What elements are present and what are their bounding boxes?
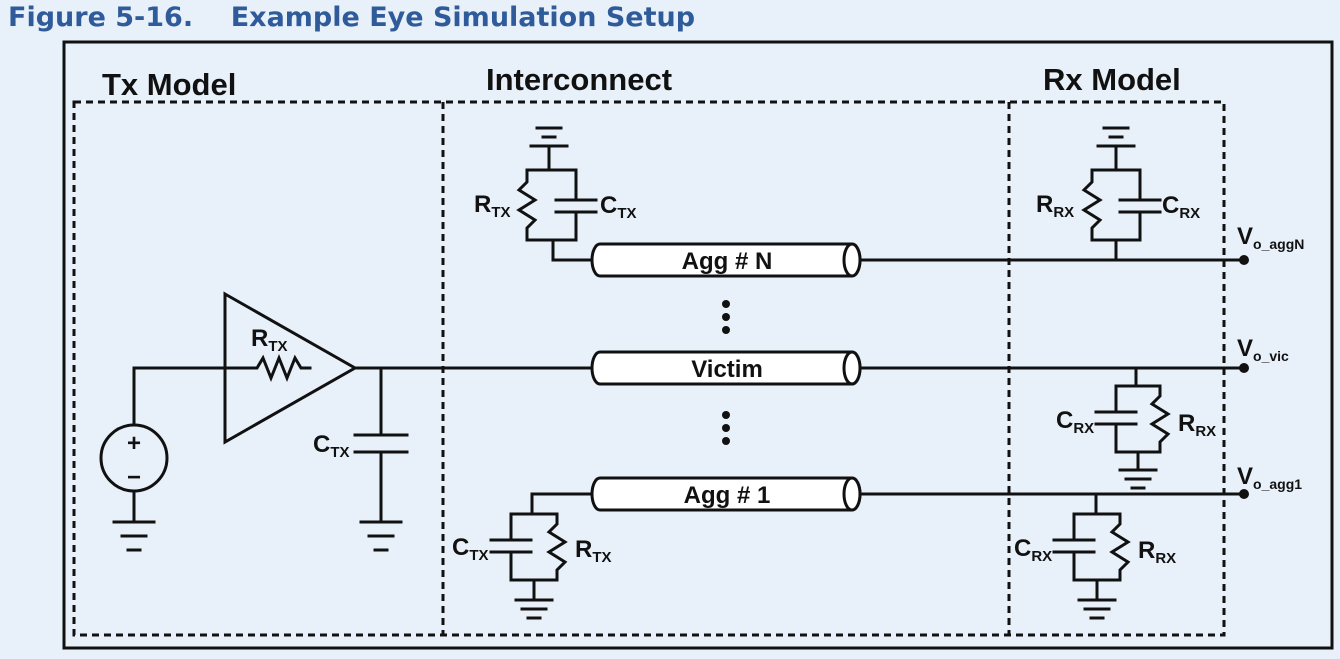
output-label-aggn: Vo_aggN bbox=[1237, 223, 1304, 252]
figure-title: Example Eye Simulation Setup bbox=[230, 2, 696, 33]
output-label-vic: Vo_vic bbox=[1237, 335, 1289, 364]
agg1-rx-resistor-icon bbox=[1109, 512, 1131, 582]
label-ctx-main: CTX bbox=[313, 431, 350, 461]
output-node-vic bbox=[1239, 363, 1249, 373]
tx-resistor-icon bbox=[248, 353, 312, 383]
output-node-agg1 bbox=[1239, 489, 1249, 499]
aggn-tx-resistor-icon bbox=[516, 168, 538, 242]
label-crx-vic: CRX bbox=[1056, 407, 1094, 437]
interconnect-title: Interconnect bbox=[486, 62, 672, 97]
label-ctx-aggn: CTX bbox=[600, 192, 637, 222]
output-label-agg1: Vo_agg1 bbox=[1237, 463, 1302, 492]
label-rtx-buffer: RTX bbox=[251, 325, 288, 355]
label-ctx-agg1: CTX bbox=[452, 534, 489, 564]
ground-icon bbox=[1118, 468, 1158, 490]
vic-rx-resistor-icon bbox=[1149, 384, 1171, 454]
output-node-aggn bbox=[1239, 255, 1249, 265]
agg-1-label: Agg # 1 bbox=[684, 482, 771, 509]
ground-icon bbox=[1077, 598, 1117, 620]
ground-icon bbox=[112, 520, 156, 552]
ellipsis-icon bbox=[722, 300, 730, 445]
agg-n-label: Agg # N bbox=[682, 248, 773, 275]
tx-buffer-icon bbox=[223, 291, 359, 445]
agg-n-transmission-line bbox=[590, 242, 862, 278]
figure-number: Figure 5-16. bbox=[8, 2, 194, 33]
victim-transmission-line bbox=[590, 350, 862, 386]
label-crx-agg1: CRX bbox=[1014, 535, 1052, 565]
source-minus: − bbox=[127, 464, 141, 491]
label-crx-aggn: CRX bbox=[1162, 192, 1200, 222]
figure-caption: Figure 5-16. Example Eye Simulation Setu… bbox=[8, 2, 695, 33]
agg1-tx-resistor-icon bbox=[546, 512, 568, 582]
label-rrx-agg1: RRX bbox=[1138, 537, 1176, 567]
label-rtx-agg1: RTX bbox=[575, 536, 612, 566]
ground-icon bbox=[359, 520, 403, 552]
label-rrx-vic: RRX bbox=[1178, 410, 1216, 440]
ground-icon bbox=[514, 598, 554, 620]
tx-model-title: Tx Model bbox=[102, 67, 236, 102]
label-rtx-aggn: RTX bbox=[474, 191, 511, 221]
aggn-rx-resistor-icon bbox=[1081, 168, 1103, 242]
source-plus: + bbox=[127, 430, 141, 457]
label-rrx-aggn: RRX bbox=[1036, 191, 1074, 221]
agg-1-transmission-line bbox=[590, 476, 862, 512]
rx-model-title: Rx Model bbox=[1043, 62, 1181, 97]
victim-label: Victim bbox=[691, 356, 763, 383]
